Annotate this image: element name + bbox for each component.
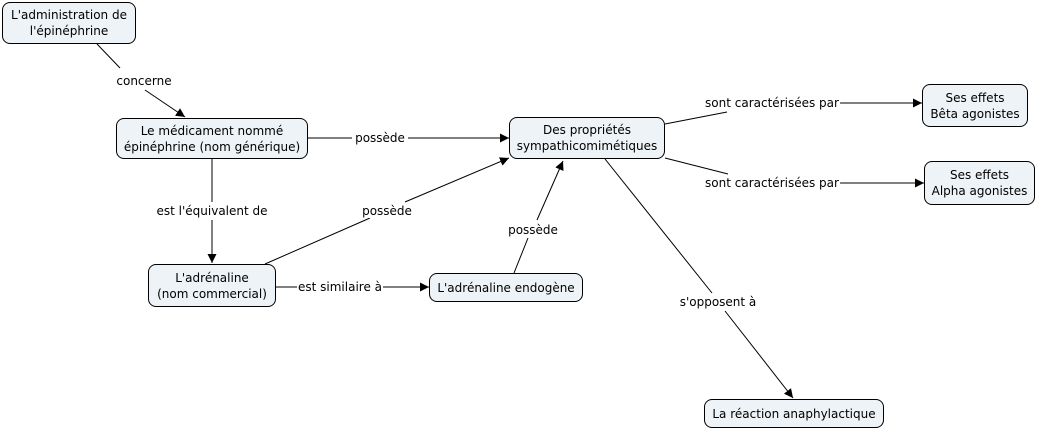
concept-label: Ses effets Bêta agonistes: [930, 90, 1020, 121]
link-label-possede-1[interactable]: possède: [354, 131, 406, 145]
concept-anaphylactique[interactable]: La réaction anaphylactique: [704, 399, 884, 428]
link-label-possede-2[interactable]: possède: [361, 204, 413, 218]
edge-concerne-in: [96, 43, 121, 69]
concept-label: L'administration de l'épinéphrine: [11, 8, 127, 38]
edge-possede-3-out: [536, 160, 564, 221]
link-label-equivalent[interactable]: est l'équivalent de: [155, 204, 269, 218]
concept-medicament[interactable]: Le médicament nommé épinéphrine (nom gén…: [116, 118, 308, 159]
link-label-opposent[interactable]: s'opposent à: [678, 295, 758, 309]
edge-possede-2-in: [264, 217, 371, 265]
link-label-concerne[interactable]: concerne: [115, 74, 173, 88]
edge-opposent-in: [604, 158, 713, 294]
concept-label: Le médicament nommé épinéphrine (nom gén…: [123, 123, 301, 154]
concept-label: L'adrénaline (nom commercial): [157, 270, 267, 301]
edge-possede-3-in: [513, 237, 529, 274]
concept-beta[interactable]: Ses effets Bêta agonistes: [922, 84, 1028, 127]
link-label-similaire[interactable]: est similaire à: [296, 280, 384, 294]
edge-caracterisees-beta-in: [664, 111, 728, 125]
edge-concerne-out: [144, 89, 186, 118]
edge-possede-2-out: [404, 157, 510, 203]
link-label-caracterisees-alpha[interactable]: sont caractérisées par: [704, 176, 840, 190]
concept-administration[interactable]: L'administration de l'épinéphrine: [2, 2, 136, 44]
link-label-caracterisees-beta[interactable]: sont caractérisées par: [704, 96, 840, 110]
concept-label: L'adrénaline endogène: [437, 280, 575, 295]
concept-alpha[interactable]: Ses effets Alpha agonistes: [924, 161, 1035, 205]
concept-label: La réaction anaphylactique: [712, 406, 876, 421]
edge-opposent-out: [724, 310, 794, 399]
edge-caracterisees-alpha-in: [664, 157, 729, 175]
concept-proprietes[interactable]: Des propriétés sympathicomimétiques: [509, 117, 665, 159]
concept-label: Des propriétés sympathicomimétiques: [516, 123, 658, 153]
concept-label: Ses effets Alpha agonistes: [931, 168, 1028, 198]
link-label-possede-3[interactable]: possède: [507, 223, 559, 237]
concept-adrenaline[interactable]: L'adrénaline (nom commercial): [148, 264, 276, 307]
concept-endogene[interactable]: L'adrénaline endogène: [429, 273, 583, 302]
